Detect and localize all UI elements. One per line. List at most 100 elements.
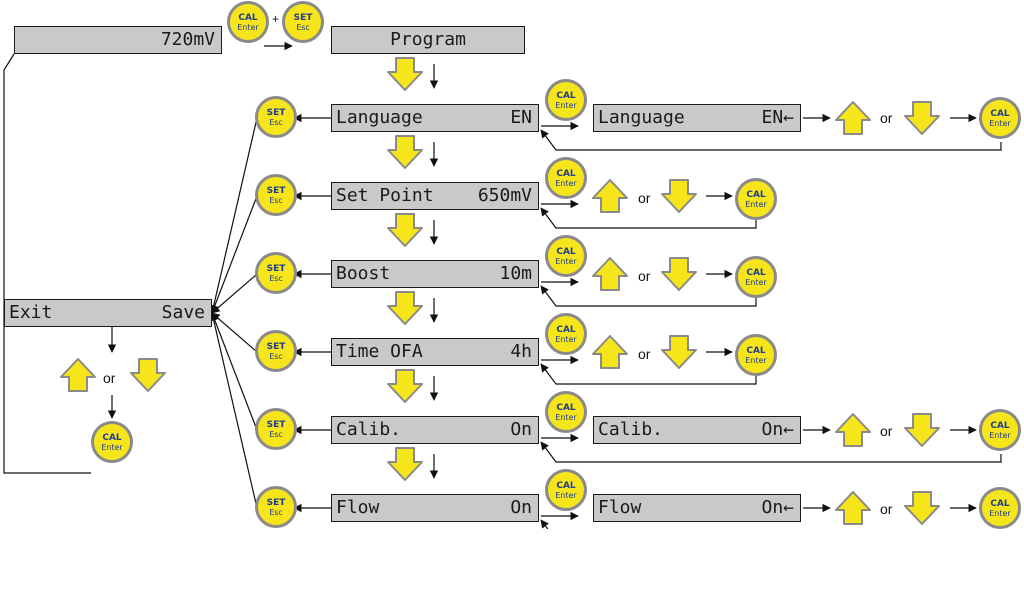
menu-value: 4h [510, 341, 532, 362]
connector-to-exit [211, 312, 258, 353]
button-top-label: SET [266, 497, 286, 508]
arrow-down-icon[interactable] [387, 213, 423, 247]
button-bottom-label: Enter [745, 277, 767, 287]
arrow-down-icon[interactable] [387, 291, 423, 325]
button-top-label: CAL [556, 246, 576, 257]
arrow-down-icon[interactable] [387, 369, 423, 403]
button-top-label: CAL [990, 420, 1010, 431]
edit-value: On← [761, 419, 794, 440]
connector-return [540, 207, 757, 229]
display-mv-text: 720mV [160, 29, 215, 50]
menu-label: Language [336, 107, 423, 128]
button-top-label: CAL [102, 432, 122, 443]
menu-value: 650mV [477, 185, 532, 206]
button-top-label: SET [266, 341, 286, 352]
display-program: Program [331, 26, 525, 54]
arrow-up-icon[interactable] [592, 179, 628, 213]
button-bottom-label: Esc [269, 117, 283, 127]
menu-value: EN [510, 107, 532, 128]
button-bottom-label: Esc [269, 507, 283, 517]
edit-label: Flow [598, 497, 642, 518]
or-label: or [880, 501, 893, 517]
button-top-label: CAL [746, 267, 766, 278]
menu-label: Boost [336, 263, 391, 284]
menu-display-boost: Boost 10m [331, 260, 539, 288]
button-bottom-label: Enter [555, 256, 577, 266]
arrow-down-icon[interactable] [661, 257, 697, 291]
connector-to-exit [210, 312, 258, 431]
arrow-up-icon[interactable] [835, 491, 871, 525]
edit-label: Language [598, 107, 685, 128]
menu-label: Time OFA [336, 341, 423, 362]
arrow-up-icon[interactable] [835, 101, 871, 135]
button-top-label: CAL [556, 480, 576, 491]
connector-return [540, 285, 757, 307]
edit-value: On← [761, 497, 794, 518]
button-top-label: SET [266, 263, 286, 274]
button-top-label: CAL [990, 498, 1010, 509]
or-label: or [638, 190, 651, 206]
button-bottom-label: Enter [745, 355, 767, 365]
arrow-down-icon[interactable] [387, 57, 423, 91]
menu-value: On [510, 497, 532, 518]
button-top-label: CAL [556, 324, 576, 335]
menu-display-language: Language EN [331, 104, 539, 132]
arrow-down-icon[interactable] [904, 413, 940, 447]
arrow-down-icon[interactable] [130, 358, 166, 392]
connector-to-exit [211, 273, 258, 314]
button-bottom-label: Enter [555, 334, 577, 344]
arrow-down-icon[interactable] [387, 447, 423, 481]
button-bottom-label: Enter [745, 199, 767, 209]
arrow-down-icon[interactable] [904, 491, 940, 525]
menu-display-time-ofa: Time OFA 4h [331, 338, 539, 366]
display-exit-label: Exit [9, 302, 53, 323]
menu-value: On [510, 419, 532, 440]
button-top-label: CAL [746, 189, 766, 200]
button-top-label: CAL [990, 108, 1010, 119]
arrow-down-icon[interactable] [661, 335, 697, 369]
arrow-up-icon[interactable] [592, 257, 628, 291]
button-bottom-label: Enter [555, 100, 577, 110]
button-top-label: CAL [556, 168, 576, 179]
menu-label: Set Point [336, 185, 434, 206]
button-bottom-label: Enter [989, 118, 1011, 128]
edit-display-calib: Calib. On← [593, 416, 801, 444]
display-save-label: Save [161, 302, 205, 323]
button-bottom-label: Enter [555, 412, 577, 422]
arrow-down-icon[interactable] [904, 101, 940, 135]
button-top-label: SET [266, 419, 286, 430]
menu-display-flow: Flow On [331, 494, 539, 522]
arrow-up-icon[interactable] [592, 335, 628, 369]
arrow-down-icon[interactable] [661, 179, 697, 213]
or-label: or [103, 370, 116, 386]
button-bottom-label: Esc [269, 351, 283, 361]
or-label: or [638, 346, 651, 362]
arrow-down-icon[interactable] [387, 135, 423, 169]
or-label: or [880, 423, 893, 439]
menu-display-calib: Calib. On [331, 416, 539, 444]
arrow-up-icon[interactable] [835, 413, 871, 447]
arrow-up-icon[interactable] [60, 358, 96, 392]
connector-to-exit [209, 312, 258, 509]
